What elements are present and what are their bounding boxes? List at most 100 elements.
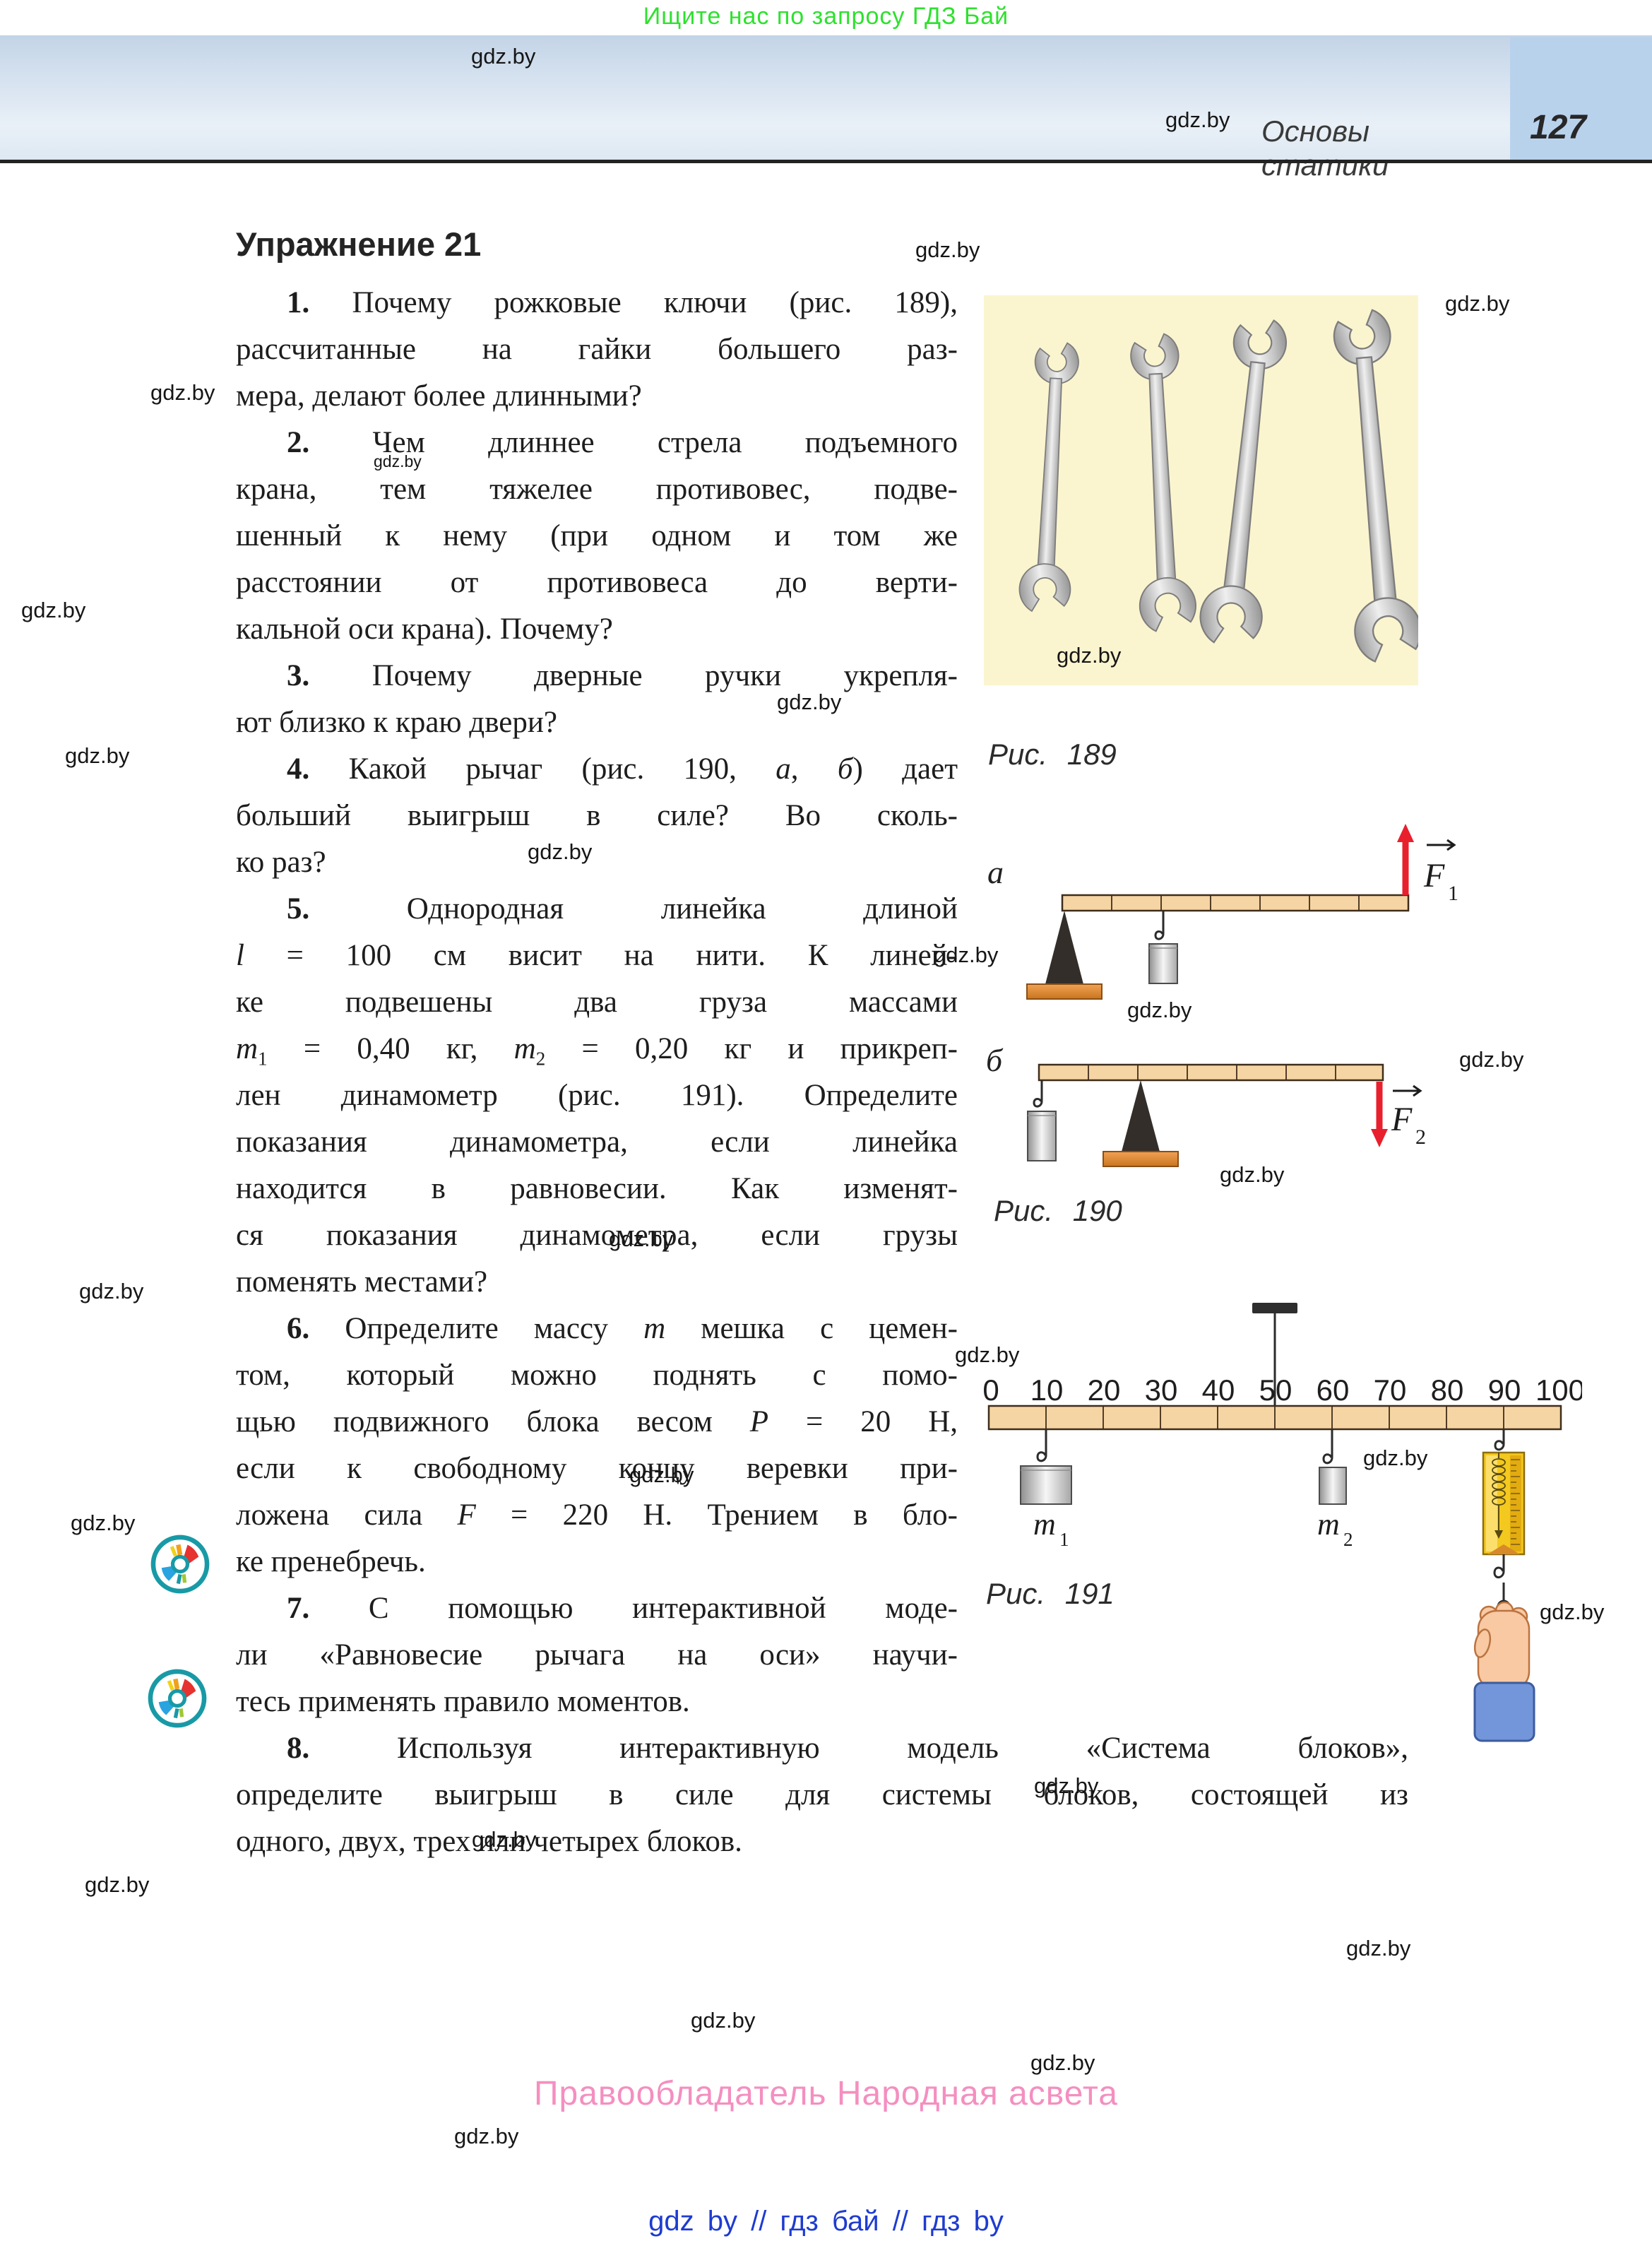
svg-text:2: 2: [1415, 1125, 1426, 1149]
text-line: если к свободному концу веревки при-: [236, 1452, 958, 1485]
watermark: gdz.by: [1034, 1773, 1099, 1798]
text-line: m1 = 0,40 кг, m2 = 0,20 кг и прикреп-: [236, 1032, 958, 1070]
dynamometer-notch: [1487, 1544, 1520, 1554]
exercise-title: Упражнение 21: [236, 225, 482, 263]
watermark: gdz.by: [85, 1872, 150, 1897]
disc-green-streak: [179, 1708, 184, 1717]
force-1-label: F 1: [1423, 839, 1458, 905]
svg-text:F: F: [1391, 1101, 1413, 1138]
svg-text:20: 20: [1088, 1373, 1121, 1407]
disc-orange-streak: [176, 1544, 183, 1556]
problem-7: 7. С помощью интерактивной моде-ли «Равн…: [236, 1585, 1422, 1725]
watermark: gdz.by: [1165, 107, 1230, 132]
text-line: 7. С помощью интерактивной моде-: [287, 1592, 958, 1625]
watermark: gdz.by: [150, 380, 215, 405]
watermark: gdz.by: [472, 1827, 537, 1852]
text-line: показания динамометра, если линейка: [236, 1125, 958, 1159]
watermark: gdz.by: [374, 452, 422, 471]
watermark: gdz.by: [777, 690, 842, 714]
watermark: gdz.by: [71, 1510, 136, 1535]
svg-text:F: F: [1423, 857, 1445, 894]
disc-teal-streak: [176, 1573, 182, 1585]
svg-text:50: 50: [1259, 1373, 1293, 1407]
watermark: gdz.by: [21, 598, 86, 622]
weight-m1: m 1: [1020, 1429, 1072, 1550]
mass1-label: m: [1033, 1507, 1056, 1542]
lever-b: б F 2: [986, 1042, 1426, 1167]
text-line: больший выигрыш в силе? Во сколь-: [236, 799, 958, 832]
text-line: ся показания динамометра, если грузы: [236, 1219, 958, 1252]
lever-a-beam: [1061, 894, 1410, 912]
problem-3: 3. Почему дверные ручки укрепля-ют близк…: [236, 653, 1422, 746]
watermark: gdz.by: [79, 1279, 144, 1303]
lever-b-beam: [1038, 1063, 1384, 1082]
problem-8: 8. Используя интерактивную модель «Систе…: [236, 1725, 1422, 1865]
watermark: gdz.by: [1363, 1445, 1428, 1470]
watermark: gdz.by: [454, 2124, 519, 2148]
text-line: рассчитанные на гайки большего раз-: [236, 333, 958, 366]
watermark: gdz.by: [609, 1226, 674, 1251]
text-line: мера, делают более длинными?: [236, 379, 642, 413]
text-line: ложена сила F = 220 Н. Трением в бло-: [236, 1498, 958, 1532]
text-line: 2. Чем длиннее стрела подъемного: [287, 426, 958, 459]
text-line: 3. Почему дверные ручки укрепля-: [287, 659, 958, 692]
svg-text:0: 0: [982, 1373, 999, 1407]
text-line: l = 100 см висит на нити. К линей-: [236, 939, 958, 972]
hand-icon: [1473, 1600, 1535, 1742]
text-line: 1. Почему рожковые ключи (рис. 189),: [287, 286, 958, 319]
spring-coil: [1492, 1458, 1506, 1506]
text-line: 5. Однородная линейка длиной: [287, 892, 958, 926]
weight-icon: [1027, 1080, 1057, 1161]
svg-text:90: 90: [1488, 1373, 1521, 1407]
text-line: ют близко к краю двери?: [236, 706, 557, 739]
text-line: лен динамометр (рис. 191). Определите: [236, 1079, 958, 1112]
support-bar: [1252, 1303, 1297, 1313]
text-line: том, который можно поднять с помо-: [236, 1359, 958, 1392]
disc-yellow-streak: [167, 1680, 174, 1691]
text-line: шенный к нему (при одном и том же: [236, 519, 958, 552]
interactive-model-disc-icon-7: [150, 1535, 210, 1594]
watermark: gdz.by: [691, 2008, 756, 2033]
text-line: щью подвижного блока весом P = 20 Н,: [236, 1405, 958, 1438]
watermark: gdz.by: [65, 743, 130, 768]
text-line: ко раз?: [236, 846, 326, 879]
svg-text:40: 40: [1202, 1373, 1235, 1407]
watermark: gdz.by: [1540, 1600, 1605, 1624]
svg-text:10: 10: [1030, 1373, 1064, 1407]
text-line: 4. Какой рычаг (рис. 190, а, б) дает: [287, 752, 958, 786]
text-line: ке подвешены два груза массами: [236, 986, 958, 1019]
problem-5: 5. Однородная линейка длиной l = 100 см в…: [236, 886, 1422, 1306]
ruler-beam-segments: [1045, 1406, 1504, 1429]
figure-191-ruler-diagram: 0 10 20 30 40 50 60 70 80 90 100 m 1 m 2: [982, 1303, 1582, 1742]
watermark: gdz.by: [528, 839, 593, 864]
lever-b-beam-segments: [1088, 1065, 1336, 1080]
text-line: находится в равновесии. Как изменят-: [236, 1172, 958, 1205]
disc-orange-streak: [173, 1678, 180, 1690]
watermark: gdz.by: [1459, 1047, 1524, 1072]
svg-text:30: 30: [1145, 1373, 1178, 1407]
text-line: определите выигрыш в силе для системы бл…: [236, 1778, 1408, 1811]
problem-6: 6. Определите массу m мешка с цемен-том,…: [236, 1306, 1422, 1585]
copyright-line: Правообладатель Народная асвета: [534, 2075, 1118, 2112]
weight-icon: [1148, 911, 1178, 984]
fulcrum-stand: [1103, 1151, 1179, 1167]
disc-yellow-streak: [170, 1546, 177, 1557]
text-line: ли «Равновесие рычага на оси» научи-: [236, 1638, 958, 1672]
force-2-label: F 2: [1391, 1084, 1426, 1149]
text-line: ке пренебречь.: [236, 1545, 426, 1578]
text-line: кальной оси крана). Почему?: [236, 613, 613, 646]
lever-a-label: а: [987, 854, 1004, 890]
watermark: gdz.by: [934, 942, 999, 967]
watermark: gdz.by: [915, 237, 980, 262]
fulcrum-icon: [1122, 1080, 1160, 1152]
svg-text:1: 1: [1059, 1529, 1069, 1550]
watermark: gdz.by: [1057, 643, 1122, 668]
mass2-label: m: [1317, 1507, 1340, 1542]
watermark: gdz.by: [1220, 1162, 1285, 1187]
svg-text:60: 60: [1317, 1373, 1350, 1407]
figure-189-wrenches-photo: [984, 295, 1418, 685]
disc-hub: [167, 1689, 187, 1708]
dynamometer: [1482, 1429, 1526, 1605]
